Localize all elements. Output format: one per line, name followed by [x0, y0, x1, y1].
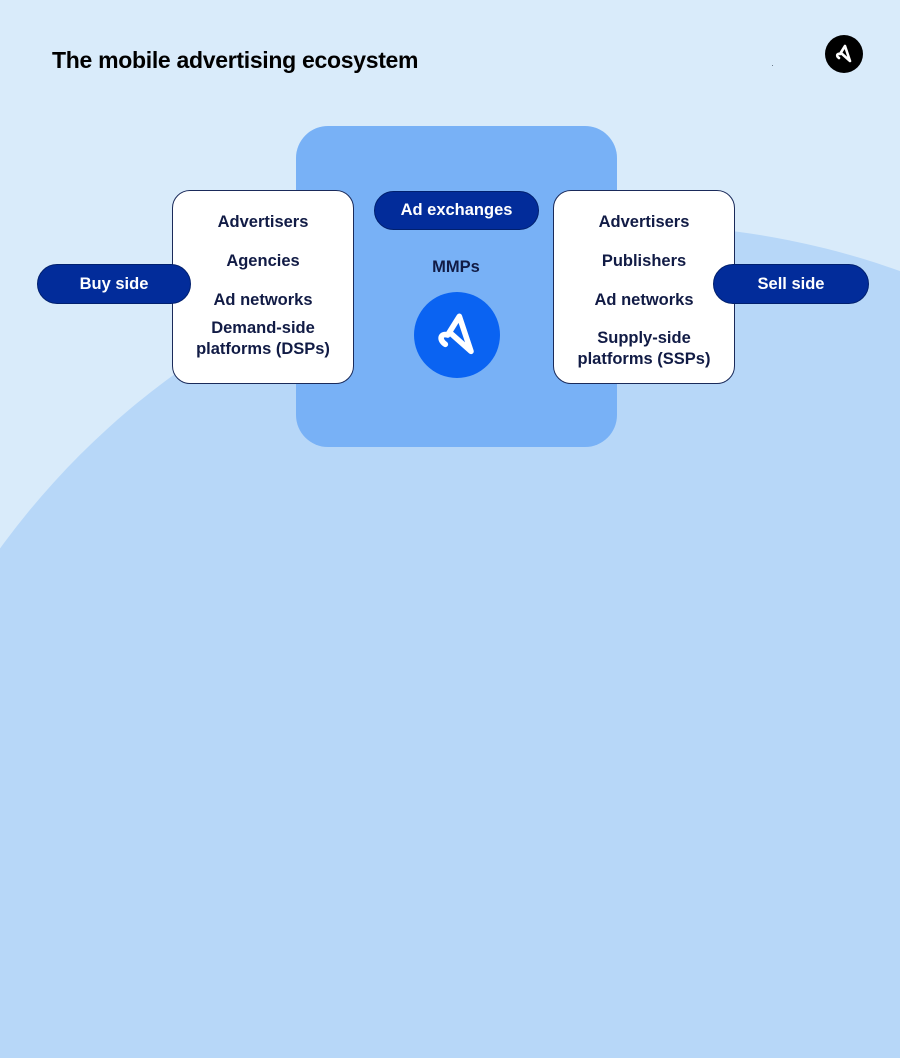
sell-side-item: Publishers	[601, 252, 687, 270]
sell-side-pill: Sell side	[713, 264, 869, 304]
page-title: The mobile advertising ecosystem	[52, 47, 419, 73]
buy-side-item: Demand-side	[211, 319, 315, 337]
adjust-a-logo-icon	[835, 44, 852, 63]
sell-side-item: platforms (SSPs)	[577, 350, 711, 368]
sell-side-card: Advertisers Publishers Ad networks Suppl…	[553, 190, 735, 384]
mmp-logo	[414, 292, 500, 378]
buy-side-item: Advertisers	[217, 213, 309, 231]
buy-side-item: Agencies	[226, 252, 300, 270]
ad-exchanges-pill: Ad exchanges	[374, 191, 539, 230]
buy-side-label: Buy side	[79, 274, 149, 293]
buy-side-pill: Buy side	[37, 264, 191, 304]
sell-side-item: Advertisers	[598, 213, 690, 231]
buy-side-item: platforms (DSPs)	[196, 340, 330, 358]
ad-exchanges-label: Ad exchanges	[400, 201, 513, 219]
mmps-label: MMPs	[432, 258, 480, 276]
adjust-a-logo-icon	[438, 313, 474, 355]
sell-side-item: Ad networks	[594, 291, 694, 309]
buy-side-card: Advertisers Agencies Ad networks Demand-…	[172, 190, 354, 384]
sell-side-item: Supply-side	[597, 329, 691, 347]
decorative-dot	[772, 65, 773, 66]
sell-side-label: Sell side	[757, 274, 825, 293]
brand-logo	[825, 35, 863, 73]
buy-side-item: Ad networks	[213, 291, 313, 309]
